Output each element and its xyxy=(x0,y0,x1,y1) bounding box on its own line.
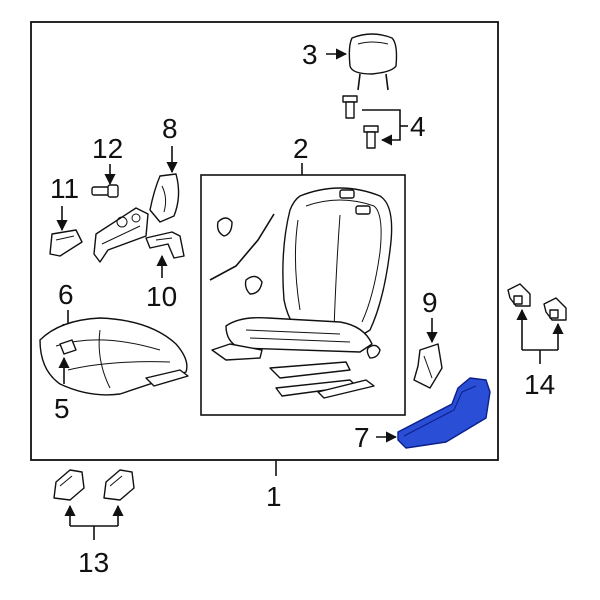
callout-12: 12 xyxy=(92,133,123,164)
recliner-handle-part[interactable] xyxy=(145,231,185,259)
callout-7: 7 xyxy=(354,422,370,453)
callout-6: 6 xyxy=(58,279,74,310)
clip-13-part[interactable] xyxy=(53,469,135,501)
callout-8: 8 xyxy=(162,113,178,144)
callout-10: 10 xyxy=(146,281,177,312)
headrest-guide-part[interactable] xyxy=(342,95,379,149)
bracket-cover-part[interactable] xyxy=(49,229,83,257)
headrest-part[interactable] xyxy=(348,33,398,91)
callout-14: 14 xyxy=(524,369,555,400)
clip-14-part[interactable] xyxy=(507,283,567,321)
callout-1: 1 xyxy=(266,481,282,512)
callout-4: 4 xyxy=(410,111,426,142)
callout-3: 3 xyxy=(302,39,318,70)
side-cover-bracket-part[interactable] xyxy=(413,343,443,389)
side-shield-edge xyxy=(403,385,477,437)
seat-back-part[interactable] xyxy=(209,187,393,399)
callout-13: 13 xyxy=(78,547,109,578)
seat-assembly-frame xyxy=(30,21,499,461)
recliner-mechanism-part[interactable] xyxy=(93,207,149,263)
recliner-cover-part[interactable] xyxy=(149,173,180,223)
callout-9: 9 xyxy=(422,287,438,318)
bolt-part[interactable] xyxy=(91,184,119,198)
cushion-clip-part[interactable] xyxy=(59,339,77,355)
side-shield-fill xyxy=(397,377,491,449)
callout-11: 11 xyxy=(50,173,79,204)
seat-side-shield-part[interactable] xyxy=(397,377,491,449)
seat-cushion-part[interactable] xyxy=(39,317,189,396)
seat-back-frame xyxy=(200,174,406,416)
callout-2: 2 xyxy=(293,133,309,164)
callout-4-bracket xyxy=(362,109,401,146)
callout-5: 5 xyxy=(54,393,70,424)
